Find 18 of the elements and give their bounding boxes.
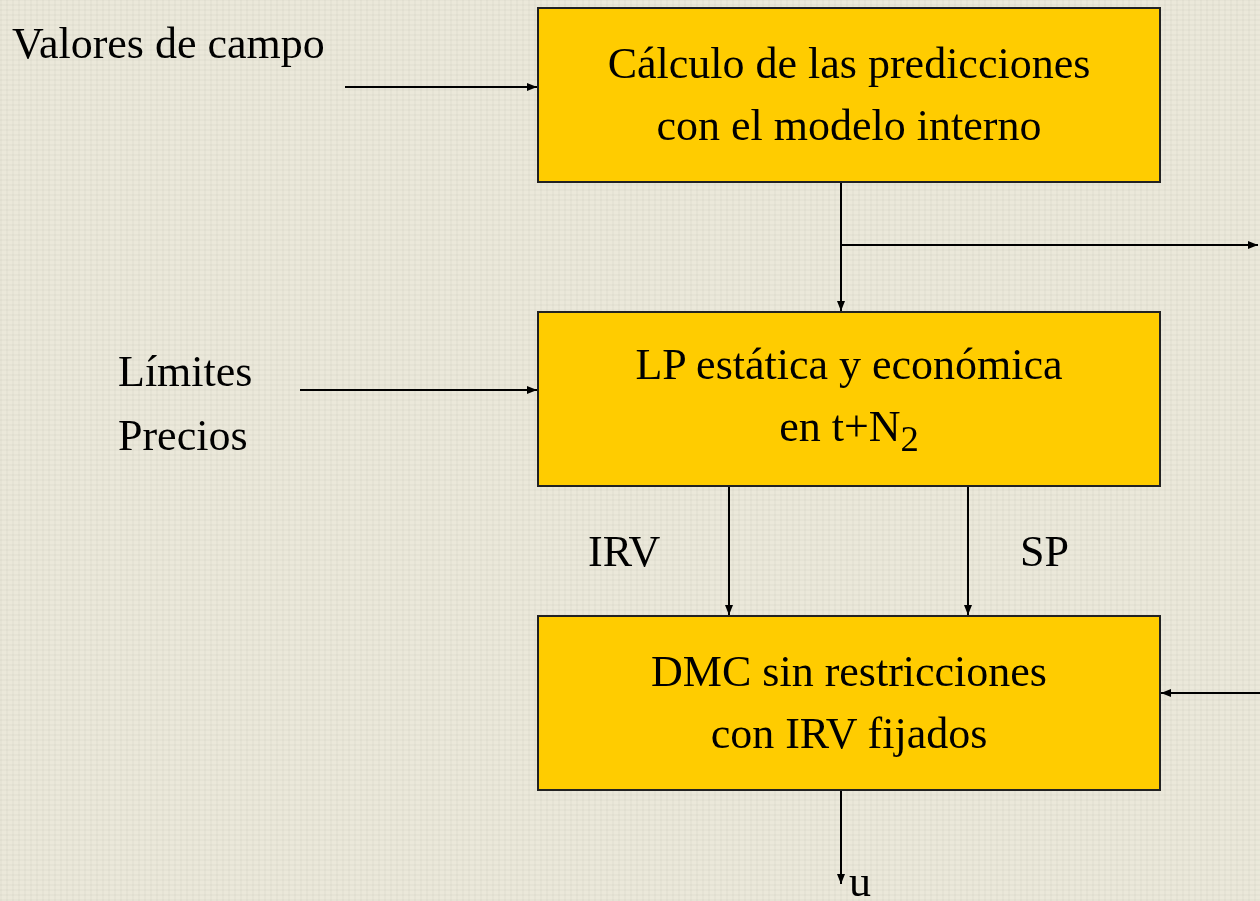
process-box [537,7,1161,183]
arrow [299,386,538,394]
box-text: DMC sin restricciones con IRV fijados [650,646,1048,760]
input-label: u [849,856,871,901]
arrow [344,83,538,91]
arrow [837,790,845,885]
input-label: Límites [118,346,253,398]
box-text: LP estática y económica en t+N$_{2}$ [634,339,1064,461]
input-label: Valores de campo [12,18,325,70]
arrow [1160,689,1260,697]
input-label: Precios [118,409,248,462]
arrow [964,486,972,616]
process-box [537,615,1161,791]
box-text: Cálculo de las predicciones con el modelo interno [606,38,1092,152]
edge-label: IRV [588,530,661,574]
arrow [725,486,733,616]
process-box [537,311,1161,487]
edge-label: SP [1020,530,1069,574]
